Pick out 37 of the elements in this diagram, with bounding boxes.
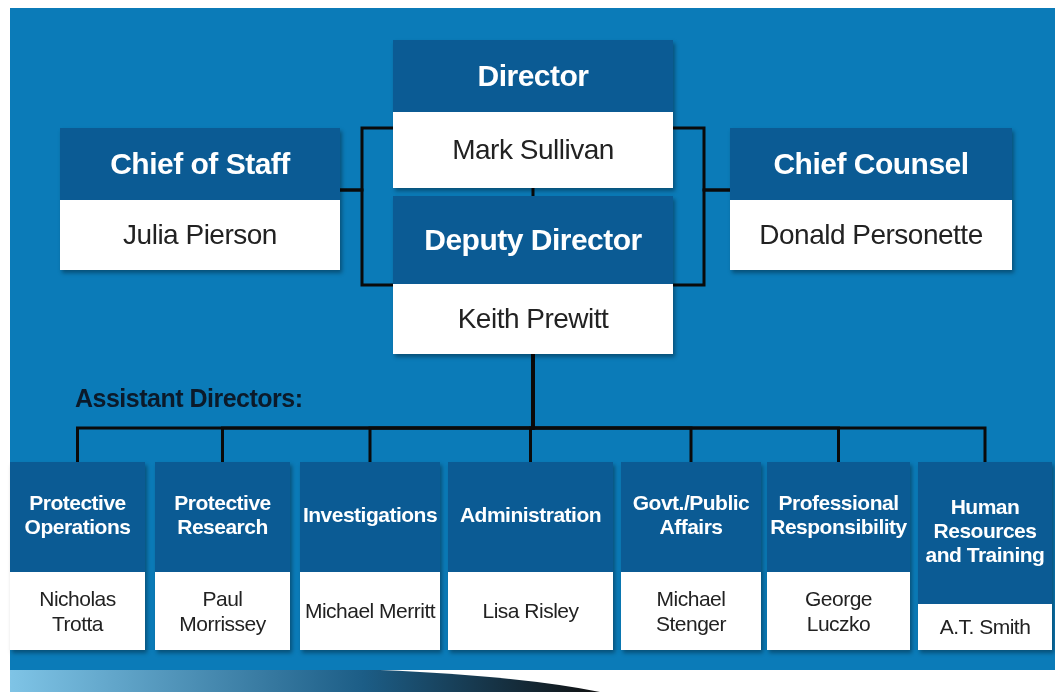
person-name: A.T. Smith [918,604,1052,650]
org-card [393,196,673,354]
role-title: Deputy Director [424,222,642,258]
org-card [621,462,761,650]
role-title: Professional Responsibility [769,490,908,540]
person-name: Michael Merritt [300,572,440,650]
org-card [155,462,290,650]
person-name: Lisa Risley [448,572,613,650]
person-name: Julia Pierson [60,200,340,270]
person-name: Donald Personette [730,200,1012,270]
org-card [10,462,145,650]
role-title: Chief of Staff [110,146,290,182]
connector-line [531,188,535,196]
role-title: Chief Counsel [773,146,969,182]
role-title: Protective Operations [23,490,132,540]
role-title: Investigations [302,502,438,528]
person-name: Keith Prewitt [393,284,673,354]
person-name: George Luczko [767,572,910,650]
org-card [767,462,910,650]
person-name: Mark Sullivan [393,112,673,188]
org-card [730,128,1012,270]
person-name: Michael Stenger [621,572,761,650]
role-title: Govt./Public Affairs [631,490,751,540]
role-title: Human Resources and Training [924,494,1046,568]
org-card [60,128,340,270]
org-card [300,462,440,650]
role-title: Director [477,58,589,94]
role-title: Protective Research [173,490,272,540]
connector-line [340,188,393,287]
person-name: Paul Morrissey [155,572,290,650]
org-card [918,462,1052,650]
role-title: Administration [459,502,602,528]
org-card [393,40,673,188]
org-card [448,462,613,650]
section-heading: Assistant Directors: [75,384,303,413]
person-name: Nicholas Trotta [10,572,145,650]
connector-line [673,188,730,287]
